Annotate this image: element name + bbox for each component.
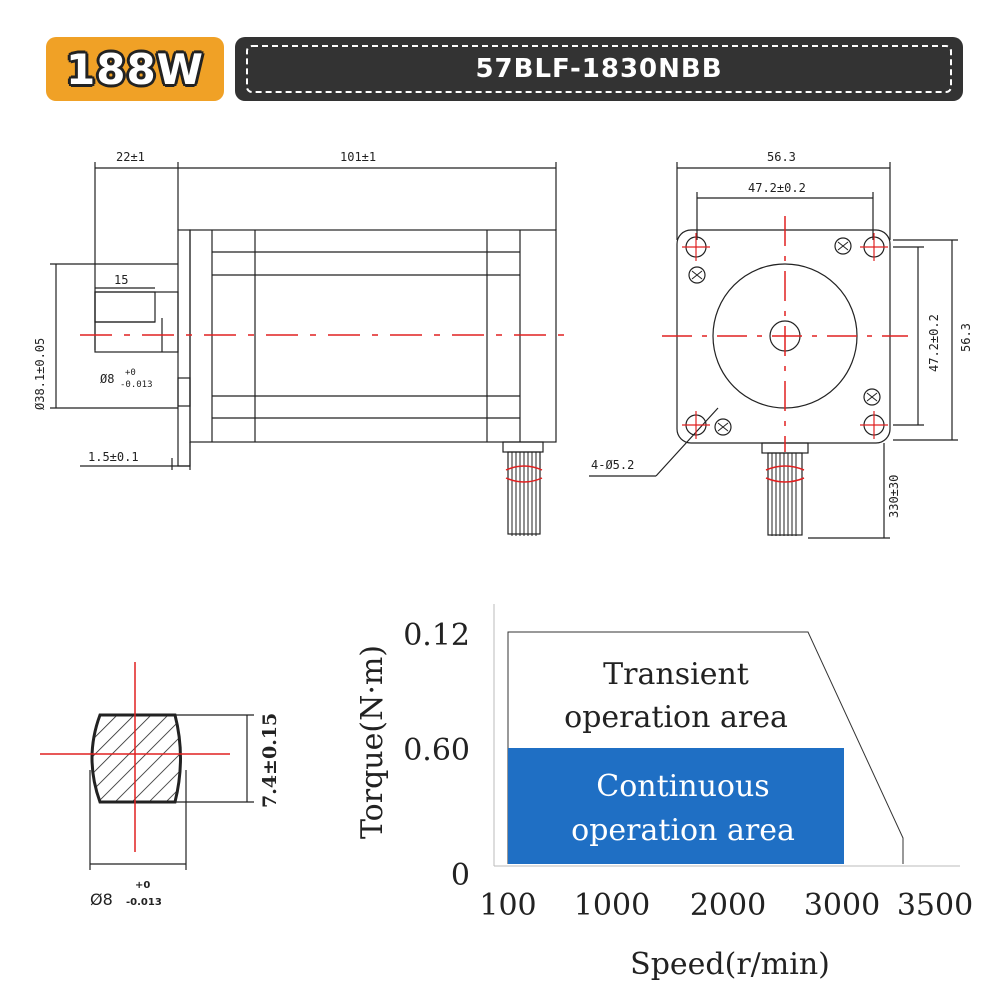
front-hole-centerlines bbox=[682, 233, 888, 439]
y-tick-label: 0.12 bbox=[403, 618, 470, 653]
power-label: 188W bbox=[66, 44, 204, 94]
torque-speed-chart: 100 1000 2000 3000 3500 0 0.60 0.12 Spee… bbox=[355, 604, 973, 982]
dim-mounting-holes: 4-Ø5.2 bbox=[591, 458, 634, 472]
shaft-section-drawing bbox=[40, 662, 254, 870]
continuous-region bbox=[508, 748, 844, 864]
y-tick-label: 0 bbox=[451, 858, 470, 893]
transient-label-line1: Transient bbox=[603, 657, 749, 692]
continuous-label-line1: Continuous bbox=[596, 769, 769, 804]
x-tick-label: 3500 bbox=[897, 888, 973, 923]
transient-region-outline bbox=[507, 631, 904, 864]
model-badge: 57BLF-1830NBB bbox=[235, 37, 963, 101]
x-tick-label: 3000 bbox=[804, 888, 880, 923]
dim-boss-height: 1.5±0.1 bbox=[88, 450, 139, 464]
dim-shaft-diameter-upper: +0 bbox=[135, 880, 150, 891]
transient-label-line2: operation area bbox=[564, 700, 788, 735]
front-cable-break bbox=[765, 465, 805, 483]
dim-shaft-tol-lower: -0.013 bbox=[120, 380, 153, 390]
dim-frame-width: 56.3 bbox=[767, 150, 796, 164]
x-tick-label: 2000 bbox=[690, 888, 766, 923]
dim-key-length: 15 bbox=[114, 273, 128, 287]
model-badge-frame: 57BLF-1830NBB bbox=[246, 45, 952, 93]
front-screw-marks bbox=[691, 241, 878, 432]
front-view-drawing bbox=[589, 162, 958, 539]
dim-body-length: 101±1 bbox=[340, 150, 376, 164]
side-cable-wires bbox=[511, 452, 537, 536]
dim-hole-spacing-horizontal: 47.2±0.2 bbox=[748, 181, 806, 195]
model-label: 57BLF-1830NBB bbox=[475, 54, 723, 84]
dim-frame-height: 56.3 bbox=[959, 323, 973, 352]
dim-shaft-diameter-main: Ø8 bbox=[90, 890, 113, 909]
continuous-label-line2: operation area bbox=[571, 813, 795, 848]
side-view-drawing bbox=[50, 162, 557, 535]
y-tick-label: 0.60 bbox=[403, 733, 470, 768]
dim-flange-length: 22±1 bbox=[116, 150, 145, 164]
dim-shaft-flat: 7.4±0.15 bbox=[259, 713, 281, 808]
front-centerlines bbox=[662, 216, 908, 452]
dim-hole-spacing-vertical: 47.2±0.2 bbox=[927, 314, 941, 372]
dim-shaft-tol-upper: +0 bbox=[125, 368, 136, 378]
dim-cable-length: 330±30 bbox=[887, 475, 901, 518]
dim-shaft-tol-main: Ø8 bbox=[100, 372, 114, 386]
x-axis-label: Speed(r/min) bbox=[630, 947, 830, 982]
power-badge: 188W bbox=[46, 37, 224, 101]
side-cable-break bbox=[505, 465, 543, 483]
x-tick-label: 100 bbox=[479, 888, 536, 923]
y-axis-label: Torque(N·m) bbox=[355, 645, 390, 839]
dim-boss-diameter: Ø38.1±0.05 bbox=[33, 338, 47, 410]
dim-shaft-diameter-lower: -0.013 bbox=[126, 897, 162, 908]
x-tick-label: 1000 bbox=[574, 888, 650, 923]
